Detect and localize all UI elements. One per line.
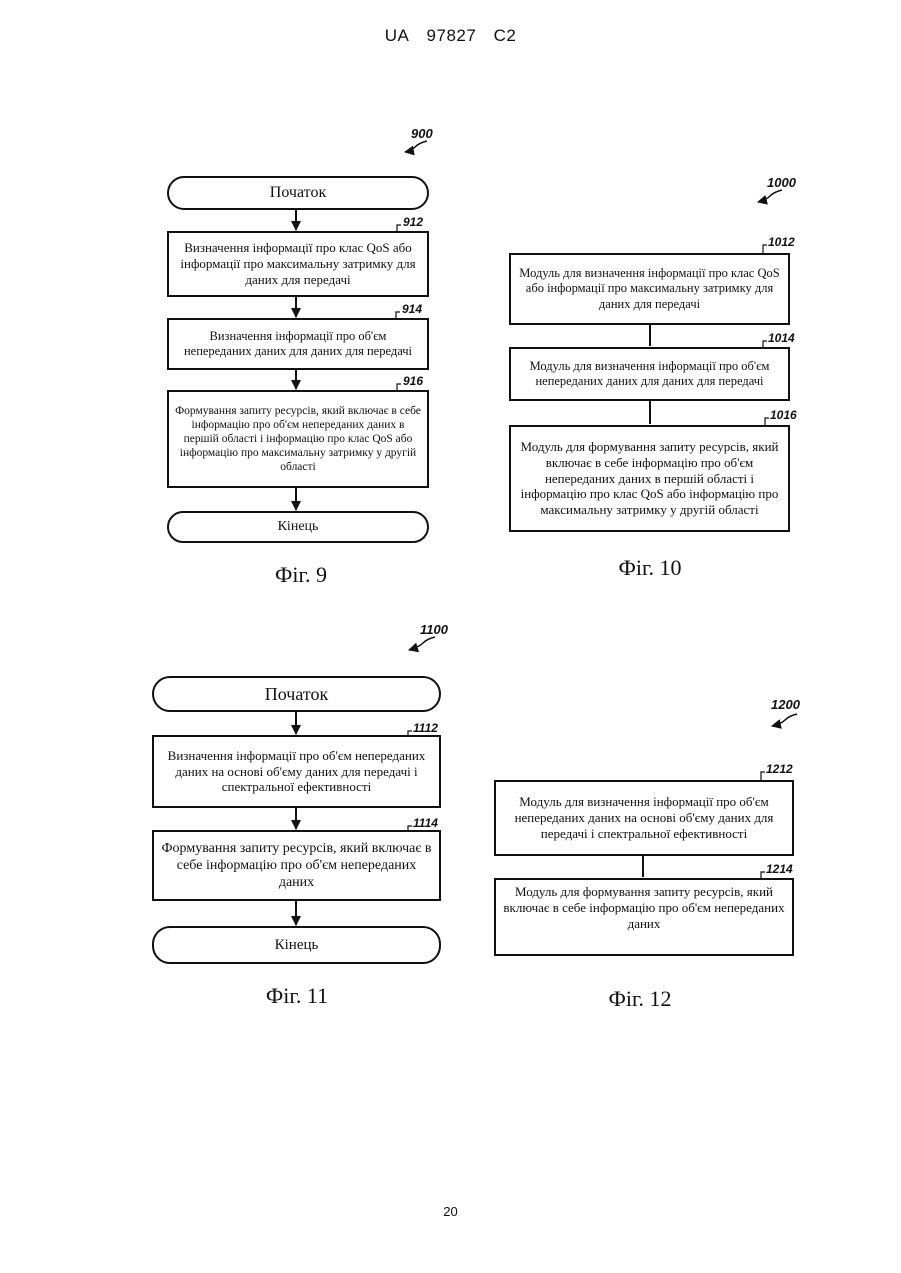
fig11-step2: Формування запиту ресурсів, який включає…	[152, 830, 441, 901]
fig9-step3: Формування запиту ресурсів, який включає…	[167, 390, 429, 488]
fig9-step1-text: Визначення інформації про клас QoS або і…	[175, 240, 421, 288]
fig11-ref: 1100	[420, 622, 448, 637]
fig11-step1-ref: 1112	[413, 721, 438, 735]
fig12-module1-text: Модуль для визначення інформації про об'…	[502, 794, 786, 842]
fig12-module1-ref: 1212	[766, 762, 793, 776]
fig10-module1-ref: 1012	[768, 235, 795, 249]
fig9-end-label: Кінець	[278, 519, 319, 535]
fig11-end: Кінець	[152, 926, 441, 964]
fig11-step1: Визначення інформації про об'єм непереда…	[152, 735, 441, 808]
fig10-module3: Модуль для формування запиту ресурсів, я…	[509, 425, 790, 532]
fig10-caption: Фіг. 10	[575, 555, 725, 581]
fig9-caption: Фіг. 9	[226, 562, 376, 588]
fig10-module3-text: Модуль для формування запиту ресурсів, я…	[517, 439, 782, 518]
fig12-module1: Модуль для визначення інформації про об'…	[494, 780, 794, 856]
fig11-end-label: Кінець	[275, 937, 319, 954]
fig11-start-label: Початок	[265, 684, 328, 705]
fig12-module2: Модуль для формування запиту ресурсів, я…	[494, 878, 794, 956]
fig11-step1-text: Визначення інформації про об'єм непереда…	[160, 748, 433, 796]
fig11-caption: Фіг. 11	[222, 983, 372, 1009]
fig9-step2-ref: 914	[402, 302, 422, 316]
fig10-ref-arrow	[758, 190, 782, 202]
fig12-caption: Фіг. 12	[565, 986, 715, 1012]
fig10-module1: Модуль для визначення інформації про кла…	[509, 253, 790, 325]
fig9-ref: 900	[411, 126, 433, 141]
fig9-step3-ref: 916	[403, 374, 423, 388]
fig11-ref-arrow	[409, 637, 435, 650]
fig10-module2-text: Модуль для визначення інформації про об'…	[517, 359, 782, 390]
fig9-step2: Визначення інформації про об'єм непереда…	[167, 318, 429, 370]
fig9-start: Початок	[167, 176, 429, 210]
fig10-ref: 1000	[767, 175, 796, 190]
fig9-end: Кінець	[167, 511, 429, 543]
fig11-step2-ref: 1114	[413, 816, 438, 830]
fig9-start-label: Початок	[270, 184, 326, 202]
fig9-step1: Визначення інформації про клас QoS або і…	[167, 231, 429, 297]
fig9-ref-arrow	[405, 141, 427, 152]
fig10-module2-ref: 1014	[768, 331, 795, 345]
fig10-module1-text: Модуль для визначення інформації про кла…	[517, 266, 782, 312]
page-number: 20	[0, 1204, 901, 1219]
fig9-step3-text: Формування запиту ресурсів, який включає…	[175, 404, 421, 474]
fig12-ref-arrow	[772, 714, 797, 726]
fig11-start: Початок	[152, 676, 441, 712]
fig11-step2-text: Формування запиту ресурсів, який включає…	[160, 840, 433, 891]
fig10-module2: Модуль для визначення інформації про об'…	[509, 347, 790, 401]
fig12-module2-text: Модуль для формування запиту ресурсів, я…	[502, 884, 786, 932]
fig12-module2-ref: 1214	[766, 862, 793, 876]
fig12-ref: 1200	[771, 697, 800, 712]
fig9-step1-ref: 912	[403, 215, 423, 229]
fig10-module3-ref: 1016	[770, 408, 797, 422]
fig9-step2-text: Визначення інформації про об'єм непереда…	[175, 329, 421, 360]
